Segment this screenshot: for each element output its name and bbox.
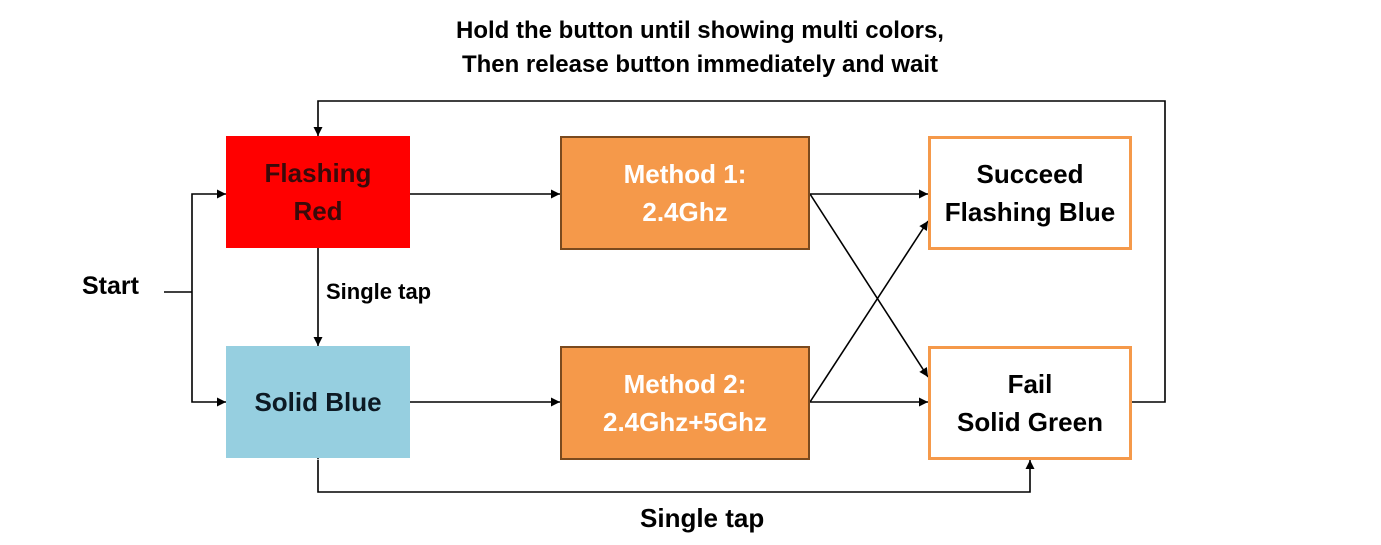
node-solid-blue: Solid Blue <box>226 346 410 458</box>
node-succeed-line-2: Flashing Blue <box>944 197 1116 227</box>
node-flashing-red: Flashing Red <box>226 136 410 248</box>
method2-to-succeed-arrow <box>809 220 929 403</box>
start-to-red-arrow <box>191 189 226 292</box>
node-succeed: Succeed Flashing Blue <box>928 136 1132 250</box>
single-tap-label-fail-blue: Single tap <box>640 503 765 533</box>
diagram-title: Hold the button until showing multi colo… <box>0 14 1381 82</box>
node-solid-blue-line-1: Solid Blue <box>254 387 382 417</box>
node-succeed-line-1: Succeed <box>976 159 1084 189</box>
node-flashing-red-line-1: Flashing <box>264 158 372 188</box>
node-method-2-line-2: 2.4Ghz+5Ghz <box>603 407 767 437</box>
title-line-2: Then release button immediately and wait <box>461 51 939 78</box>
single-tap-label-red-to-blue: Single tap <box>326 279 432 304</box>
node-method-2-line-1: Method 2: <box>623 369 747 399</box>
node-method-1-line-1: Method 1: <box>623 159 747 189</box>
start-to-blue-arrow <box>191 292 226 407</box>
method1-to-fail-arrow <box>809 193 929 378</box>
start-label: Start <box>82 272 139 300</box>
fail-to-red-loop-arrow <box>313 100 1166 403</box>
node-flashing-red-line-2: Red <box>293 196 343 226</box>
node-fail-line-1: Fail <box>1007 369 1053 399</box>
node-fail-line-2: Solid Green <box>957 407 1103 437</box>
node-fail: Fail Solid Green <box>928 346 1132 460</box>
node-method-2: Method 2: 2.4Ghz+5Ghz <box>560 346 810 460</box>
fail-blue-loop-arrow <box>313 451 1035 493</box>
node-method-1: Method 1: 2.4Ghz <box>560 136 810 250</box>
title-line-1: Hold the button until showing multi colo… <box>456 17 944 44</box>
node-method-1-line-2: 2.4Ghz <box>642 197 728 227</box>
